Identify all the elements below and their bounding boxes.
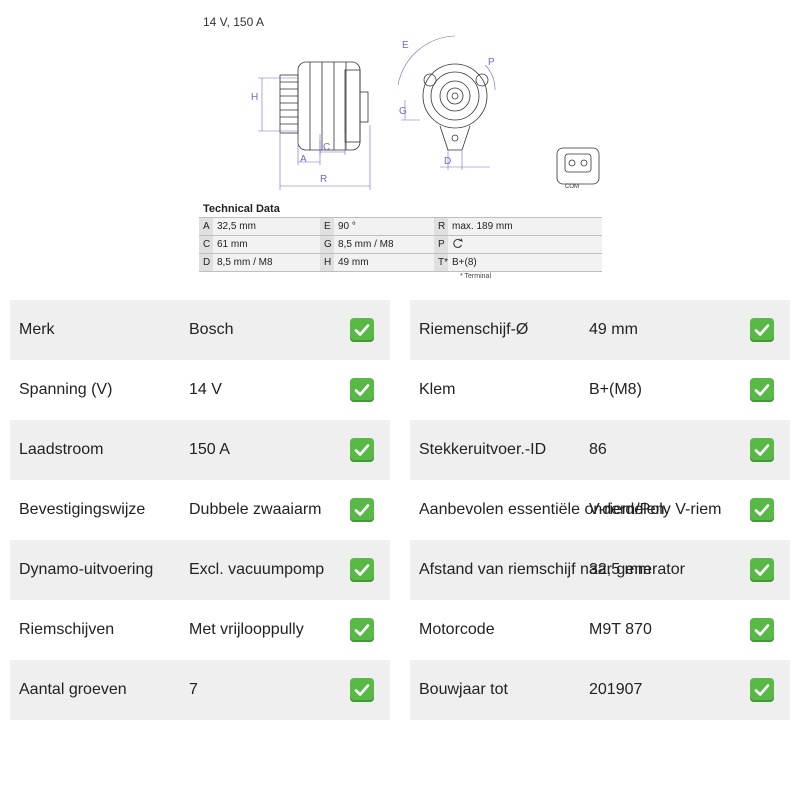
alternator-technical-drawing: H A C R E P G D COM	[251, 35, 600, 190]
key-cell: R	[434, 217, 448, 236]
spec-label: Laadstroom	[19, 441, 104, 458]
check-box-icon	[350, 558, 374, 582]
spec-row: Stekkeruitvoer.-ID 86	[410, 420, 790, 480]
spec-label: Riemenschijf-Ø	[419, 321, 529, 338]
terminal-footnote: * Terminal	[460, 273, 491, 280]
value-cell: 49 mm	[334, 253, 434, 272]
spec-value: B+(M8)	[589, 381, 642, 398]
spec-row: Riemschijven Met vrijlooppully	[10, 600, 390, 660]
key-cell: H	[320, 253, 334, 272]
value-cell: max. 189 mm	[448, 217, 602, 236]
key-cell: C	[199, 235, 213, 254]
spec-value: Dubbele zwaaiarm	[189, 501, 322, 518]
value-cell: B+(8)	[448, 253, 602, 272]
key-cell: G	[320, 235, 334, 254]
check-box-icon	[350, 678, 374, 702]
spec-value: 201907	[589, 681, 643, 698]
dim-letter-d: D	[444, 156, 451, 167]
dim-letter-r: R	[320, 174, 327, 185]
value-cell: 90 °	[334, 217, 434, 236]
spec-row: Spanning (V) 14 V	[10, 360, 390, 420]
check-box-icon	[350, 318, 374, 342]
table-row: D 8,5 mm / M8 H 49 mm T* B+(8)	[199, 253, 602, 272]
spec-value: V-riem/Poly V-riem	[589, 501, 722, 518]
spec-label: Dynamo-uitvoering	[19, 561, 154, 578]
key-cell: D	[199, 253, 213, 272]
spec-label: Klem	[419, 381, 456, 398]
table-row: A 32,5 mm E 90 ° R max. 189 mm	[199, 217, 602, 236]
dim-letter-h: H	[251, 92, 258, 103]
check-box-icon	[350, 498, 374, 522]
rotation-direction-cell	[448, 235, 602, 254]
key-cell: T*	[434, 253, 448, 272]
spec-value: 86	[589, 441, 607, 458]
spec-value: 150 A	[189, 441, 230, 458]
spec-label: Spanning (V)	[19, 381, 113, 398]
spec-value: Met vrijlooppully	[189, 621, 304, 638]
spec-row: Motorcode M9T 870	[410, 600, 790, 660]
technical-data-title: Technical Data	[203, 203, 280, 215]
spec-row: Dynamo-uitvoering Excl. vacuumpomp	[10, 540, 390, 600]
spec-label: Bevestigingswijze	[19, 501, 146, 518]
spec-label: Motorcode	[419, 621, 495, 638]
spec-label: Riemschijven	[19, 621, 115, 638]
value-cell: 32,5 mm	[213, 217, 320, 236]
spec-row: Laadstroom 150 A	[10, 420, 390, 480]
spec-label: Aanbevolen essentiële onderdelen	[419, 501, 665, 518]
dim-letter-c: C	[323, 142, 330, 153]
spec-label: Bouwjaar tot	[419, 681, 508, 698]
spec-value: 7	[189, 681, 198, 698]
spec-label: Afstand van riemschijf naar generator	[419, 561, 685, 578]
product-rating: 14 V, 150 A	[203, 15, 264, 29]
check-box-icon	[750, 678, 774, 702]
spec-value: Bosch	[189, 321, 234, 338]
spec-value: 32,5 mm	[589, 561, 652, 578]
rotation-direction-icon	[453, 237, 463, 248]
check-box-icon	[350, 378, 374, 402]
spec-row: Aantal groeven 7	[10, 660, 390, 720]
check-box-icon	[750, 498, 774, 522]
spec-row: Merk Bosch	[10, 300, 390, 360]
dim-letter-a: A	[300, 154, 307, 165]
spec-value: Excl. vacuumpomp	[189, 561, 325, 578]
spec-value: 14 V	[189, 381, 222, 398]
dim-letter-g: G	[399, 106, 407, 117]
spec-row: Klem B+(M8)	[410, 360, 790, 420]
check-box-icon	[750, 318, 774, 342]
dim-letter-e: E	[402, 40, 409, 51]
spec-label: Merk	[19, 321, 55, 338]
table-row: C 61 mm G 8,5 mm / M8 P	[199, 235, 602, 254]
spec-label: Stekkeruitvoer.-ID	[419, 441, 547, 458]
technical-data-table: A 32,5 mm E 90 ° R max. 189 mm C 61 mm G…	[199, 217, 602, 272]
spec-value: M9T 870	[589, 621, 652, 638]
value-cell: 8,5 mm / M8	[213, 253, 320, 272]
value-cell: 61 mm	[213, 235, 320, 254]
value-cell: 8,5 mm / M8	[334, 235, 434, 254]
spec-row: Bouwjaar tot 201907	[410, 660, 790, 720]
connector-label: COM	[565, 184, 579, 190]
spec-value: 49 mm	[589, 321, 638, 338]
dim-letter-p: P	[488, 57, 495, 68]
spec-label: Aantal groeven	[19, 681, 127, 698]
key-cell: A	[199, 217, 213, 236]
key-cell: P	[434, 235, 448, 254]
check-box-icon	[350, 618, 374, 642]
spec-list-right: Riemenschijf-Ø 49 mm Klem B+(M8) Stekkeruitv…	[410, 300, 790, 720]
spec-row: Bevestigingswijze Dubbele zwaaiarm	[10, 480, 390, 540]
check-box-icon	[350, 438, 374, 462]
key-cell: E	[320, 217, 334, 236]
spec-row: Riemenschijf-Ø 49 mm	[410, 300, 790, 360]
check-box-icon	[750, 378, 774, 402]
check-box-icon	[750, 618, 774, 642]
check-box-icon	[750, 558, 774, 582]
check-box-icon	[750, 438, 774, 462]
